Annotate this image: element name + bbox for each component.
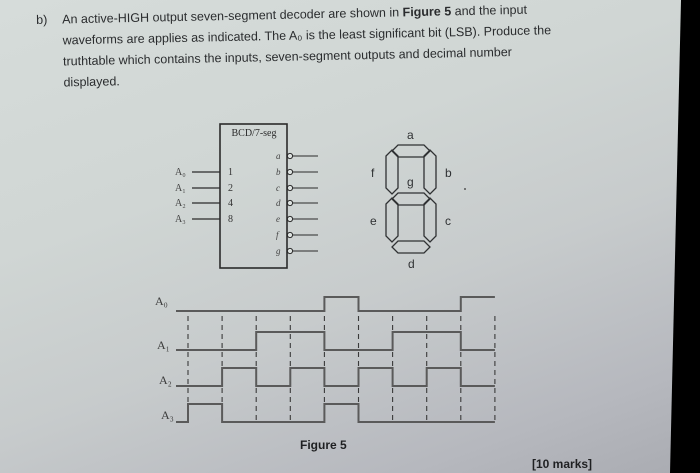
- svg-text:d: d: [408, 257, 415, 271]
- waveform-traces: [176, 296, 495, 423]
- figure-caption: Figure 5: [300, 438, 347, 452]
- svg-text:e: e: [276, 214, 280, 224]
- input-A1: A₁ 2: [175, 183, 233, 194]
- segment-b: [423, 149, 437, 195]
- svg-text:1: 1: [228, 167, 233, 178]
- output-c: c: [276, 183, 318, 193]
- output-f: f: [276, 230, 318, 240]
- output-g: g: [276, 246, 318, 256]
- output-a: a: [276, 151, 318, 161]
- stray-dot: [464, 188, 466, 190]
- svg-text:b: b: [276, 167, 281, 177]
- output-bubble: [286, 231, 294, 239]
- segment-d: [391, 240, 431, 254]
- waveform-labels: A₀ A₁ A₂ A₃: [155, 294, 174, 422]
- output-bubble: [286, 247, 294, 255]
- segment-e: [385, 197, 399, 243]
- output-bubble: [286, 215, 294, 223]
- svg-text:g: g: [276, 246, 281, 256]
- decoder-outputs: a b c d: [276, 151, 318, 256]
- svg-text:A₁: A₁: [175, 183, 186, 194]
- svg-text:2: 2: [228, 183, 233, 194]
- input-A3: A₃ 8: [175, 214, 233, 225]
- svg-text:A₂: A₂: [175, 198, 186, 209]
- output-bubble: [286, 199, 294, 207]
- output-b: b: [276, 167, 318, 177]
- svg-text:c: c: [276, 183, 280, 193]
- svg-text:f: f: [371, 166, 375, 180]
- svg-text:c: c: [445, 214, 451, 228]
- seven-segment-display: a b c d e f g: [370, 128, 466, 271]
- svg-text:g: g: [407, 175, 414, 189]
- svg-text:4: 4: [228, 198, 233, 209]
- svg-text:A₀: A₀: [175, 167, 186, 178]
- svg-text:d: d: [276, 198, 281, 208]
- output-bubble: [286, 184, 294, 192]
- waveform-A1: [176, 331, 495, 351]
- output-d: d: [276, 198, 318, 208]
- svg-text:a: a: [276, 151, 281, 161]
- svg-text:A₃: A₃: [161, 408, 174, 422]
- svg-text:f: f: [276, 230, 280, 240]
- svg-text:A₁: A₁: [157, 338, 170, 352]
- waveform-A3: [176, 403, 495, 423]
- input-waveforms: A₀ A₁ A₂ A₃: [155, 294, 496, 423]
- svg-text:A₂: A₂: [159, 373, 172, 387]
- svg-text:e: e: [370, 214, 377, 228]
- svg-text:8: 8: [228, 214, 233, 225]
- output-e: e: [276, 214, 318, 224]
- waveform-A2: [176, 367, 495, 387]
- svg-text:A₀: A₀: [155, 294, 168, 308]
- input-A0: A₀ 1: [175, 167, 233, 178]
- output-bubble: [286, 168, 294, 176]
- segment-c: [423, 197, 437, 243]
- output-bubble: [286, 152, 294, 160]
- decoder-box: [219, 123, 288, 269]
- decoder-inputs: A₀ 1 A₁ 2 A₂ 4 A₃ 8: [175, 167, 233, 225]
- svg-text:A₃: A₃: [175, 214, 186, 225]
- svg-text:a: a: [407, 128, 414, 142]
- marks-label: [10 marks]: [532, 457, 593, 471]
- input-A2: A₂ 4: [175, 198, 233, 209]
- segment-labels: a b c d e f g: [370, 128, 452, 271]
- segment-f: [385, 149, 399, 195]
- decoder-title: BCD/7-seg: [232, 128, 277, 139]
- waveform-A0: [176, 296, 495, 312]
- svg-text:b: b: [445, 166, 452, 180]
- bcd-7seg-decoder: BCD/7-seg A₀ 1 A₁ 2 A₂ 4: [175, 123, 318, 269]
